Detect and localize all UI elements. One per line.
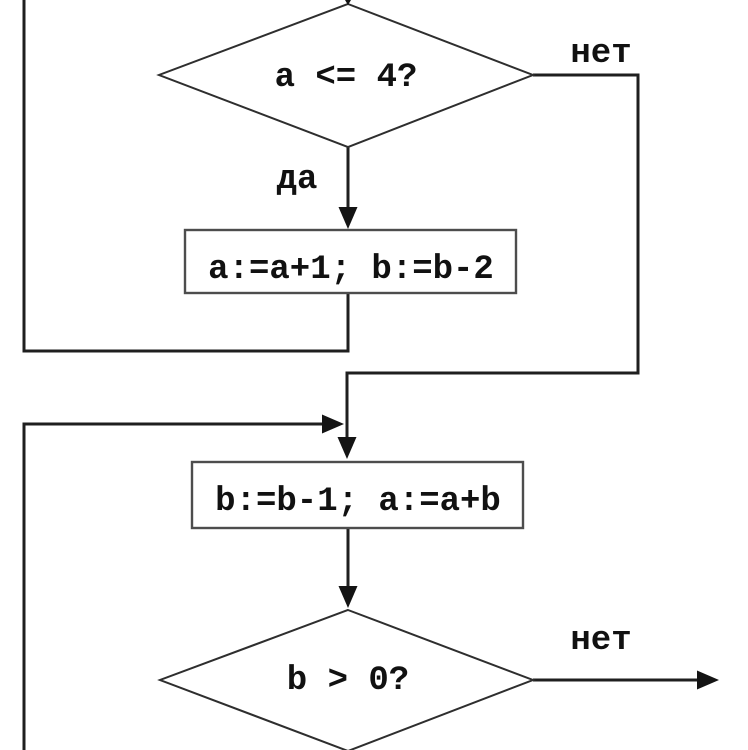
decision-a-shape (156, 2, 536, 149)
arrowhead-into-process-2 (337, 437, 357, 459)
decision-a-yes-label: да (277, 161, 318, 199)
arrowhead-into-decision-b (338, 586, 358, 608)
edge-decision-a-no-branch (345, 73, 640, 437)
process-1-shape (183, 228, 518, 295)
decision-a-no-label: нет (570, 35, 631, 73)
arrowhead-into-process-1 (338, 207, 358, 229)
decision-a-label: a <= 4? (275, 59, 418, 97)
edge-loopback-to-top (22, 0, 350, 353)
arrowhead-loop-join (322, 414, 344, 434)
decision-b-label: b > 0? (287, 662, 409, 700)
decision-b-no-label: нет (570, 622, 631, 660)
arrowhead-exit-right (697, 670, 719, 690)
process-2-label: b:=b-1; a:=a+b (215, 483, 501, 521)
process-2-shape (190, 460, 525, 530)
decision-b-shape (157, 608, 536, 750)
arrowhead-top-edge-remnant (345, 0, 351, 5)
process-1-label: a:=a+1; b:=b-2 (208, 251, 494, 289)
edge-loopback-from-bottom (22, 422, 322, 750)
